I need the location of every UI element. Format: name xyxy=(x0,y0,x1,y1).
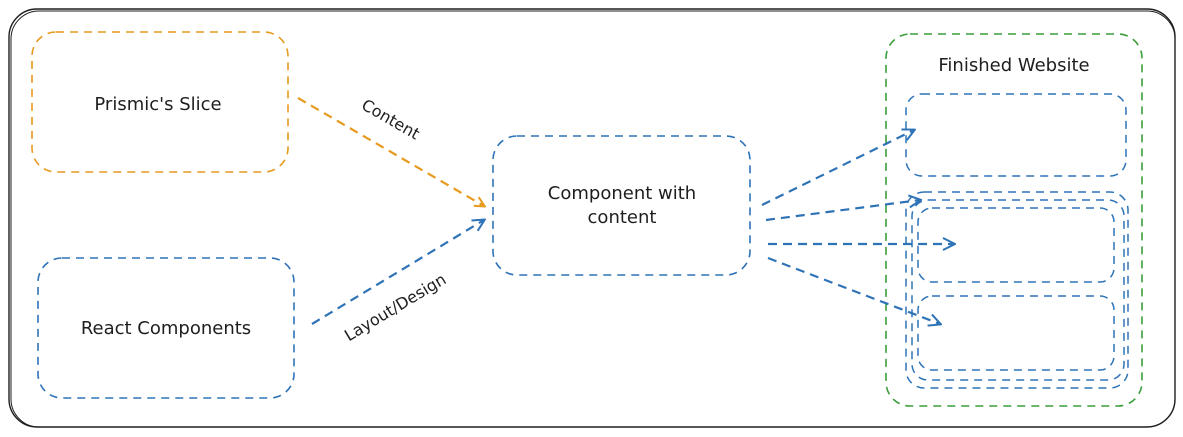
output-arrow-1 xyxy=(761,130,914,206)
react-components-node: React Components xyxy=(37,257,295,399)
website-section-2 xyxy=(917,207,1115,283)
output-arrows xyxy=(761,130,954,324)
prismic-slice-node: Prismic's Slice xyxy=(31,31,289,173)
content-arrow: Content xyxy=(297,95,484,206)
website-section-group-inner xyxy=(911,199,1125,381)
outer-frame xyxy=(8,8,1176,428)
layout-design-arrow: Layout/Design xyxy=(311,220,484,346)
website-section-group-outer xyxy=(905,191,1129,389)
content-arrow-label: Content xyxy=(358,95,423,143)
website-section-1 xyxy=(905,93,1127,177)
website-section-3 xyxy=(917,295,1115,371)
finished-website-container: Finished Website xyxy=(885,33,1143,407)
layout-design-arrow-label: Layout/Design xyxy=(341,270,449,346)
output-arrow-2 xyxy=(765,200,920,222)
component-with-content-label-line1: Component with xyxy=(548,183,696,204)
component-with-content-node: Component with content xyxy=(492,135,751,276)
prismic-slice-label: Prismic's Slice xyxy=(94,94,221,115)
finished-website-label: Finished Website xyxy=(938,55,1089,76)
react-components-label: React Components xyxy=(81,318,251,339)
component-with-content-label-line2: content xyxy=(588,207,657,228)
output-arrow-4 xyxy=(767,256,940,324)
